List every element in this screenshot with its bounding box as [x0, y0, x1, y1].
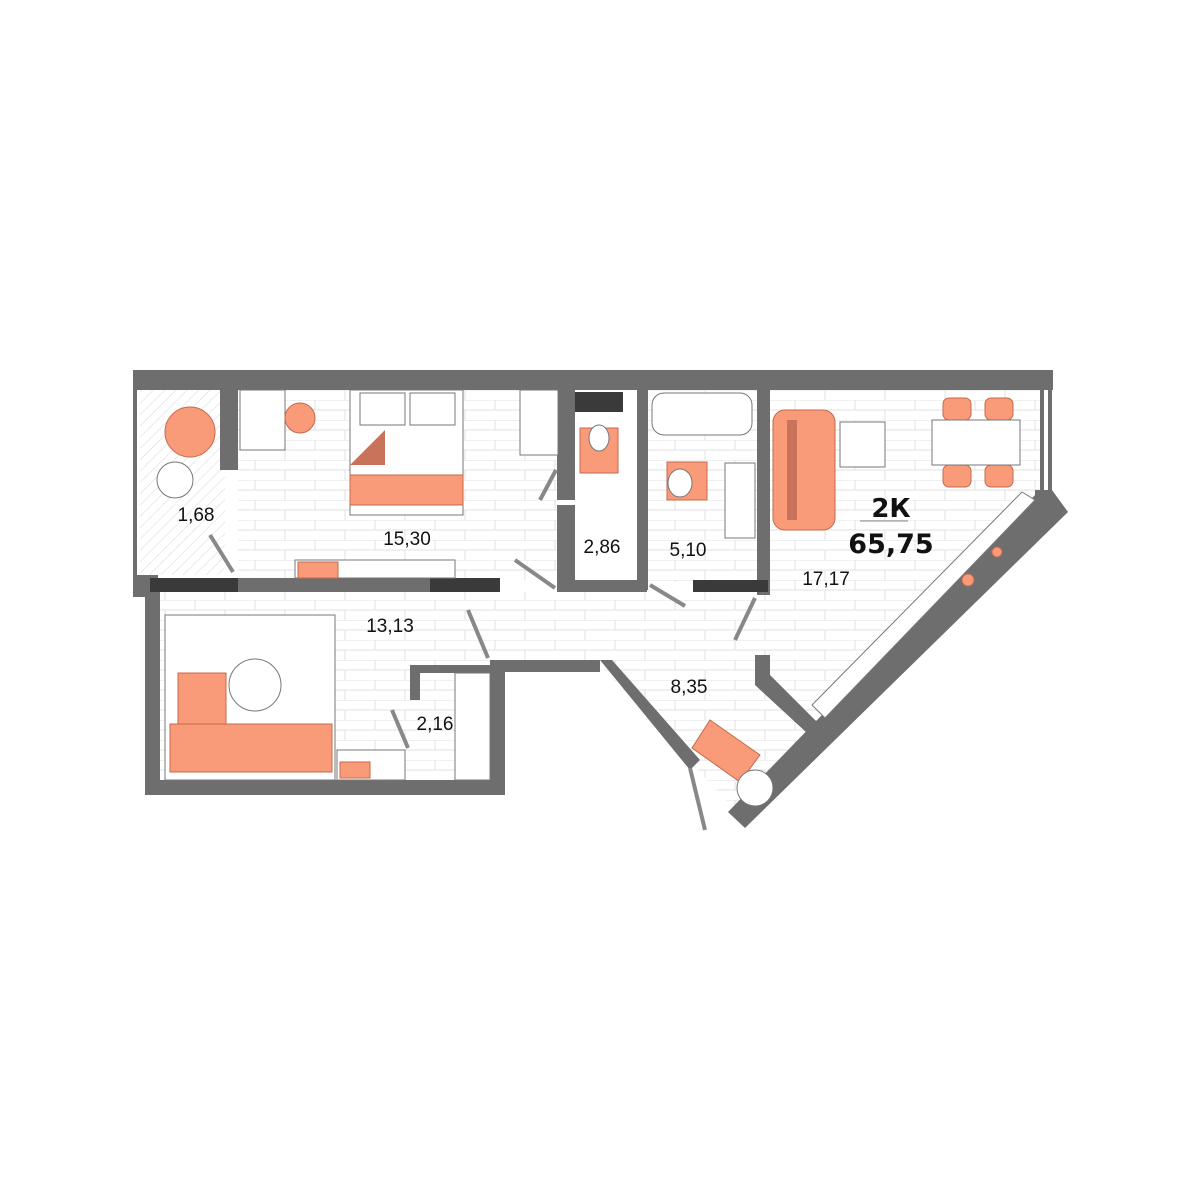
total-area: 65,75 — [848, 529, 933, 560]
desk-icon — [239, 389, 286, 451]
radiator-icon — [519, 389, 559, 456]
sofa-icon — [772, 409, 836, 531]
door-bedroom[interactable] — [538, 469, 558, 501]
area-closet: 2,16 — [417, 714, 454, 735]
bathtub-icon — [651, 392, 753, 436]
dining-chair-icon — [942, 464, 972, 488]
pot-icon — [961, 573, 975, 587]
area-bathroom: 5,10 — [670, 540, 707, 561]
double-sink-icon — [724, 462, 756, 539]
armchair-icon — [164, 406, 216, 458]
sofa-icon — [177, 672, 227, 729]
dining-chair-icon — [984, 464, 1014, 488]
wardrobe-icon — [454, 672, 491, 781]
top-wall — [133, 370, 1053, 390]
dining-chair-icon — [942, 397, 972, 421]
area-labels: 1,68 15,30 2,86 5,10 17,17 13,13 2,16 8,… — [178, 494, 934, 735]
side-table-icon — [156, 461, 194, 499]
kitchen-counter-icon — [811, 491, 1036, 719]
furniture — [156, 389, 1036, 807]
entrance-door[interactable] — [688, 767, 707, 831]
round-table-icon — [228, 658, 282, 712]
coffee-table-icon — [839, 421, 886, 468]
chair-icon — [284, 402, 316, 434]
door-balcony[interactable] — [208, 533, 235, 574]
dining-table-icon — [931, 419, 1021, 466]
dining-chair-icon — [984, 397, 1014, 421]
door-toilet[interactable] — [513, 558, 557, 590]
area-kitchen-living: 17,17 — [802, 569, 850, 590]
doors — [208, 469, 757, 831]
sofa-icon — [169, 723, 333, 773]
diagonal-wall — [728, 490, 1068, 828]
round-stool-icon — [736, 769, 774, 807]
area-corridor: 13,13 — [366, 616, 414, 637]
apartment-type: 2К — [871, 494, 910, 524]
door-bathroom[interactable] — [648, 583, 687, 608]
area-balcony: 1,68 — [178, 505, 215, 526]
toilet-icon — [588, 424, 610, 452]
toilet-icon — [667, 468, 693, 498]
area-hall: 8,35 — [671, 677, 708, 698]
area-bedroom: 15,30 — [383, 529, 431, 550]
walls — [133, 370, 1068, 828]
door-closet[interactable] — [390, 709, 410, 749]
door-living[interactable] — [466, 609, 490, 659]
bed-blanket — [349, 474, 464, 506]
door-kitchen[interactable] — [733, 597, 757, 641]
area-toilet: 2,86 — [584, 537, 621, 558]
